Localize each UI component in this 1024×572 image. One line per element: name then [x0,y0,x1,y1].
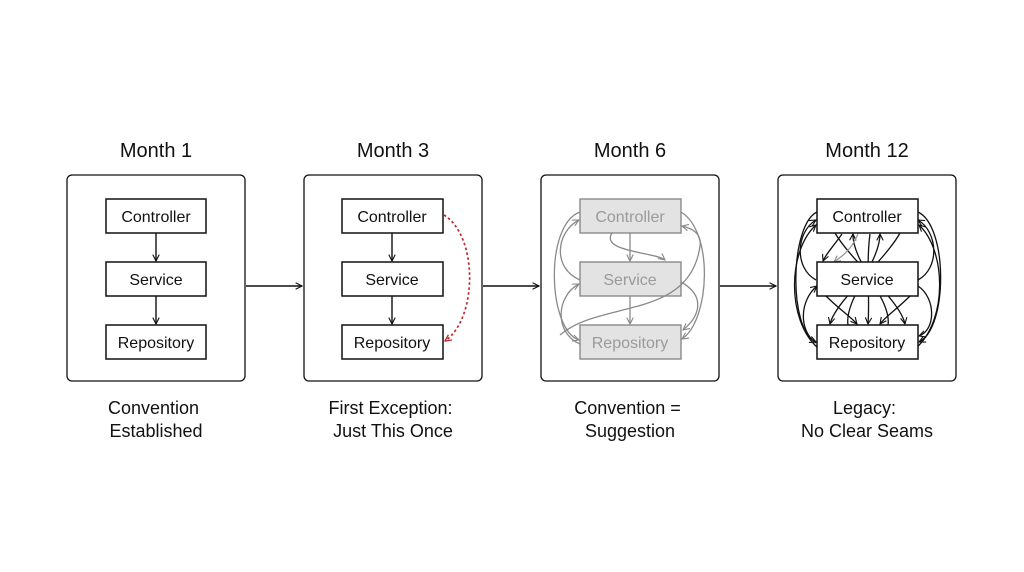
stage-month-6: Month 6 Controller Service Repository Co… [540,140,720,441]
node-label: Controller [121,209,191,226]
caption-line-1: Convention [108,398,199,418]
node-repository: Repository [579,324,682,360]
exception-bypass-arrow [443,214,471,341]
node-controller: Controller [341,198,444,234]
node-label: Service [603,272,656,289]
caption-line-2: Just This Once [333,421,453,441]
stage-caption: Legacy: No Clear Seams [801,398,933,441]
tangle-edge [823,233,843,261]
node-label: Controller [357,209,427,226]
stage-month-12: Month 12 Controller Ser [777,140,957,441]
edge-service-to-controller-left [559,220,581,281]
node-label: Repository [118,335,194,352]
node-controller: Controller [105,198,207,234]
node-service: Service [341,261,444,297]
caption-line-2: No Clear Seams [801,421,933,441]
node-controller: Controller [816,198,919,234]
stage-month-3: Month 3 Controller Service Repository Fi… [303,140,483,441]
node-label: Controller [832,209,902,226]
node-repository: Repository [341,324,444,360]
caption-line-2: Suggestion [585,421,675,441]
tangle-edge [793,225,819,349]
node-label: Repository [354,335,430,352]
stage-caption: First Exception: Just This Once [328,398,457,441]
eroding-dependency-edges [553,211,705,345]
edge-controller-to-repository-right [680,211,705,339]
node-repository: Repository [105,324,207,360]
stage-title: Month 12 [825,140,908,162]
tangle-edge [802,286,817,344]
node-label: Service [840,272,893,289]
node-service: Service [105,261,207,297]
stage-caption: Convention = Suggestion [574,398,686,441]
caption-line-1: First Exception: [328,398,452,418]
edge-service-to-repository-right [680,281,699,330]
stage-title: Month 1 [120,140,192,162]
node-label: Repository [829,335,905,352]
node-label: Service [365,272,418,289]
caption-line-1: Legacy: [833,398,896,418]
stage-month-1: Month 1 Controller Service Repository Co… [66,140,246,441]
node-label: Controller [595,209,665,226]
caption-line-2: Established [109,421,202,441]
node-controller: Controller [579,198,682,234]
tangle-edge [825,295,857,324]
node-label: Repository [592,335,668,352]
tangle-edge [880,295,911,324]
tangle-edge-faded [834,233,859,262]
node-label: Service [129,272,182,289]
edge-repository-to-controller-cross [559,226,701,336]
edge-controller-to-service-cross [609,232,665,260]
node-service: Service [816,261,919,297]
stage-title: Month 6 [594,140,666,162]
edge-repository-to-service-left [560,284,581,345]
stage-caption: Convention Established [108,398,204,441]
node-service: Service [579,261,682,297]
tangle-edge [917,285,933,336]
node-repository: Repository [816,324,919,360]
stage-title: Month 3 [357,140,429,162]
edge-controller-to-repository-left [553,211,581,340]
caption-line-1: Convention = [574,398,681,418]
